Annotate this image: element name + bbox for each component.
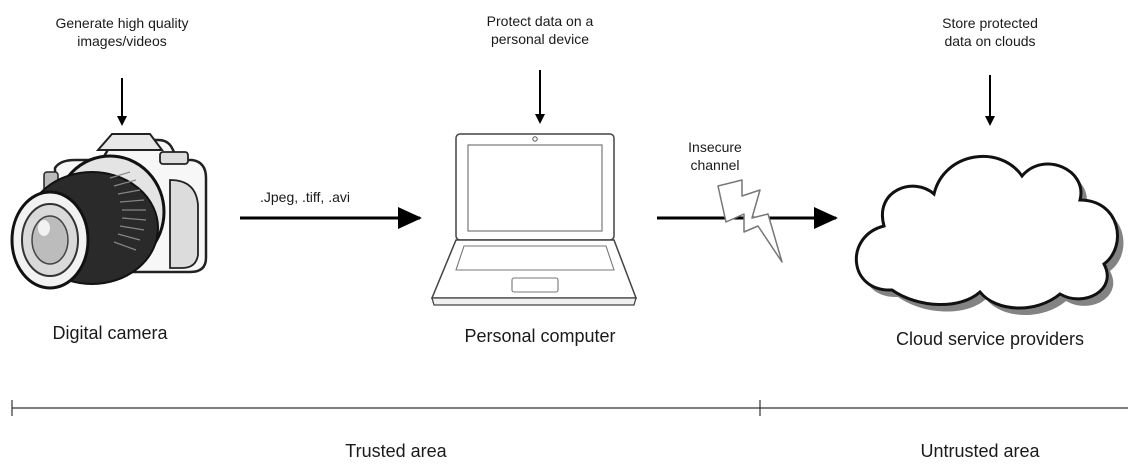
- computer-note: Protect data on a personal device: [486, 13, 594, 48]
- camera-note: Generate high quality images/videos: [55, 15, 189, 50]
- area-scale: [11, 400, 1128, 416]
- camera-icon: [10, 133, 208, 290]
- laptop-icon: [430, 133, 638, 306]
- file-formats-label: .Jpeg, .tiff, .avi: [259, 189, 350, 205]
- insecure-channel-label: Insecure channel: [688, 139, 742, 174]
- untrusted-area-label: Untrusted area: [920, 441, 1040, 461]
- cloud-label: Cloud service providers: [895, 329, 1085, 349]
- trusted-area-label: Trusted area: [345, 441, 447, 461]
- cloud-icon: [855, 154, 1124, 316]
- computer-label: Personal computer: [464, 326, 616, 346]
- lightning-icon: [717, 179, 783, 263]
- camera-label: Digital camera: [52, 323, 168, 343]
- cloud-note: Store protected data on clouds: [942, 15, 1038, 50]
